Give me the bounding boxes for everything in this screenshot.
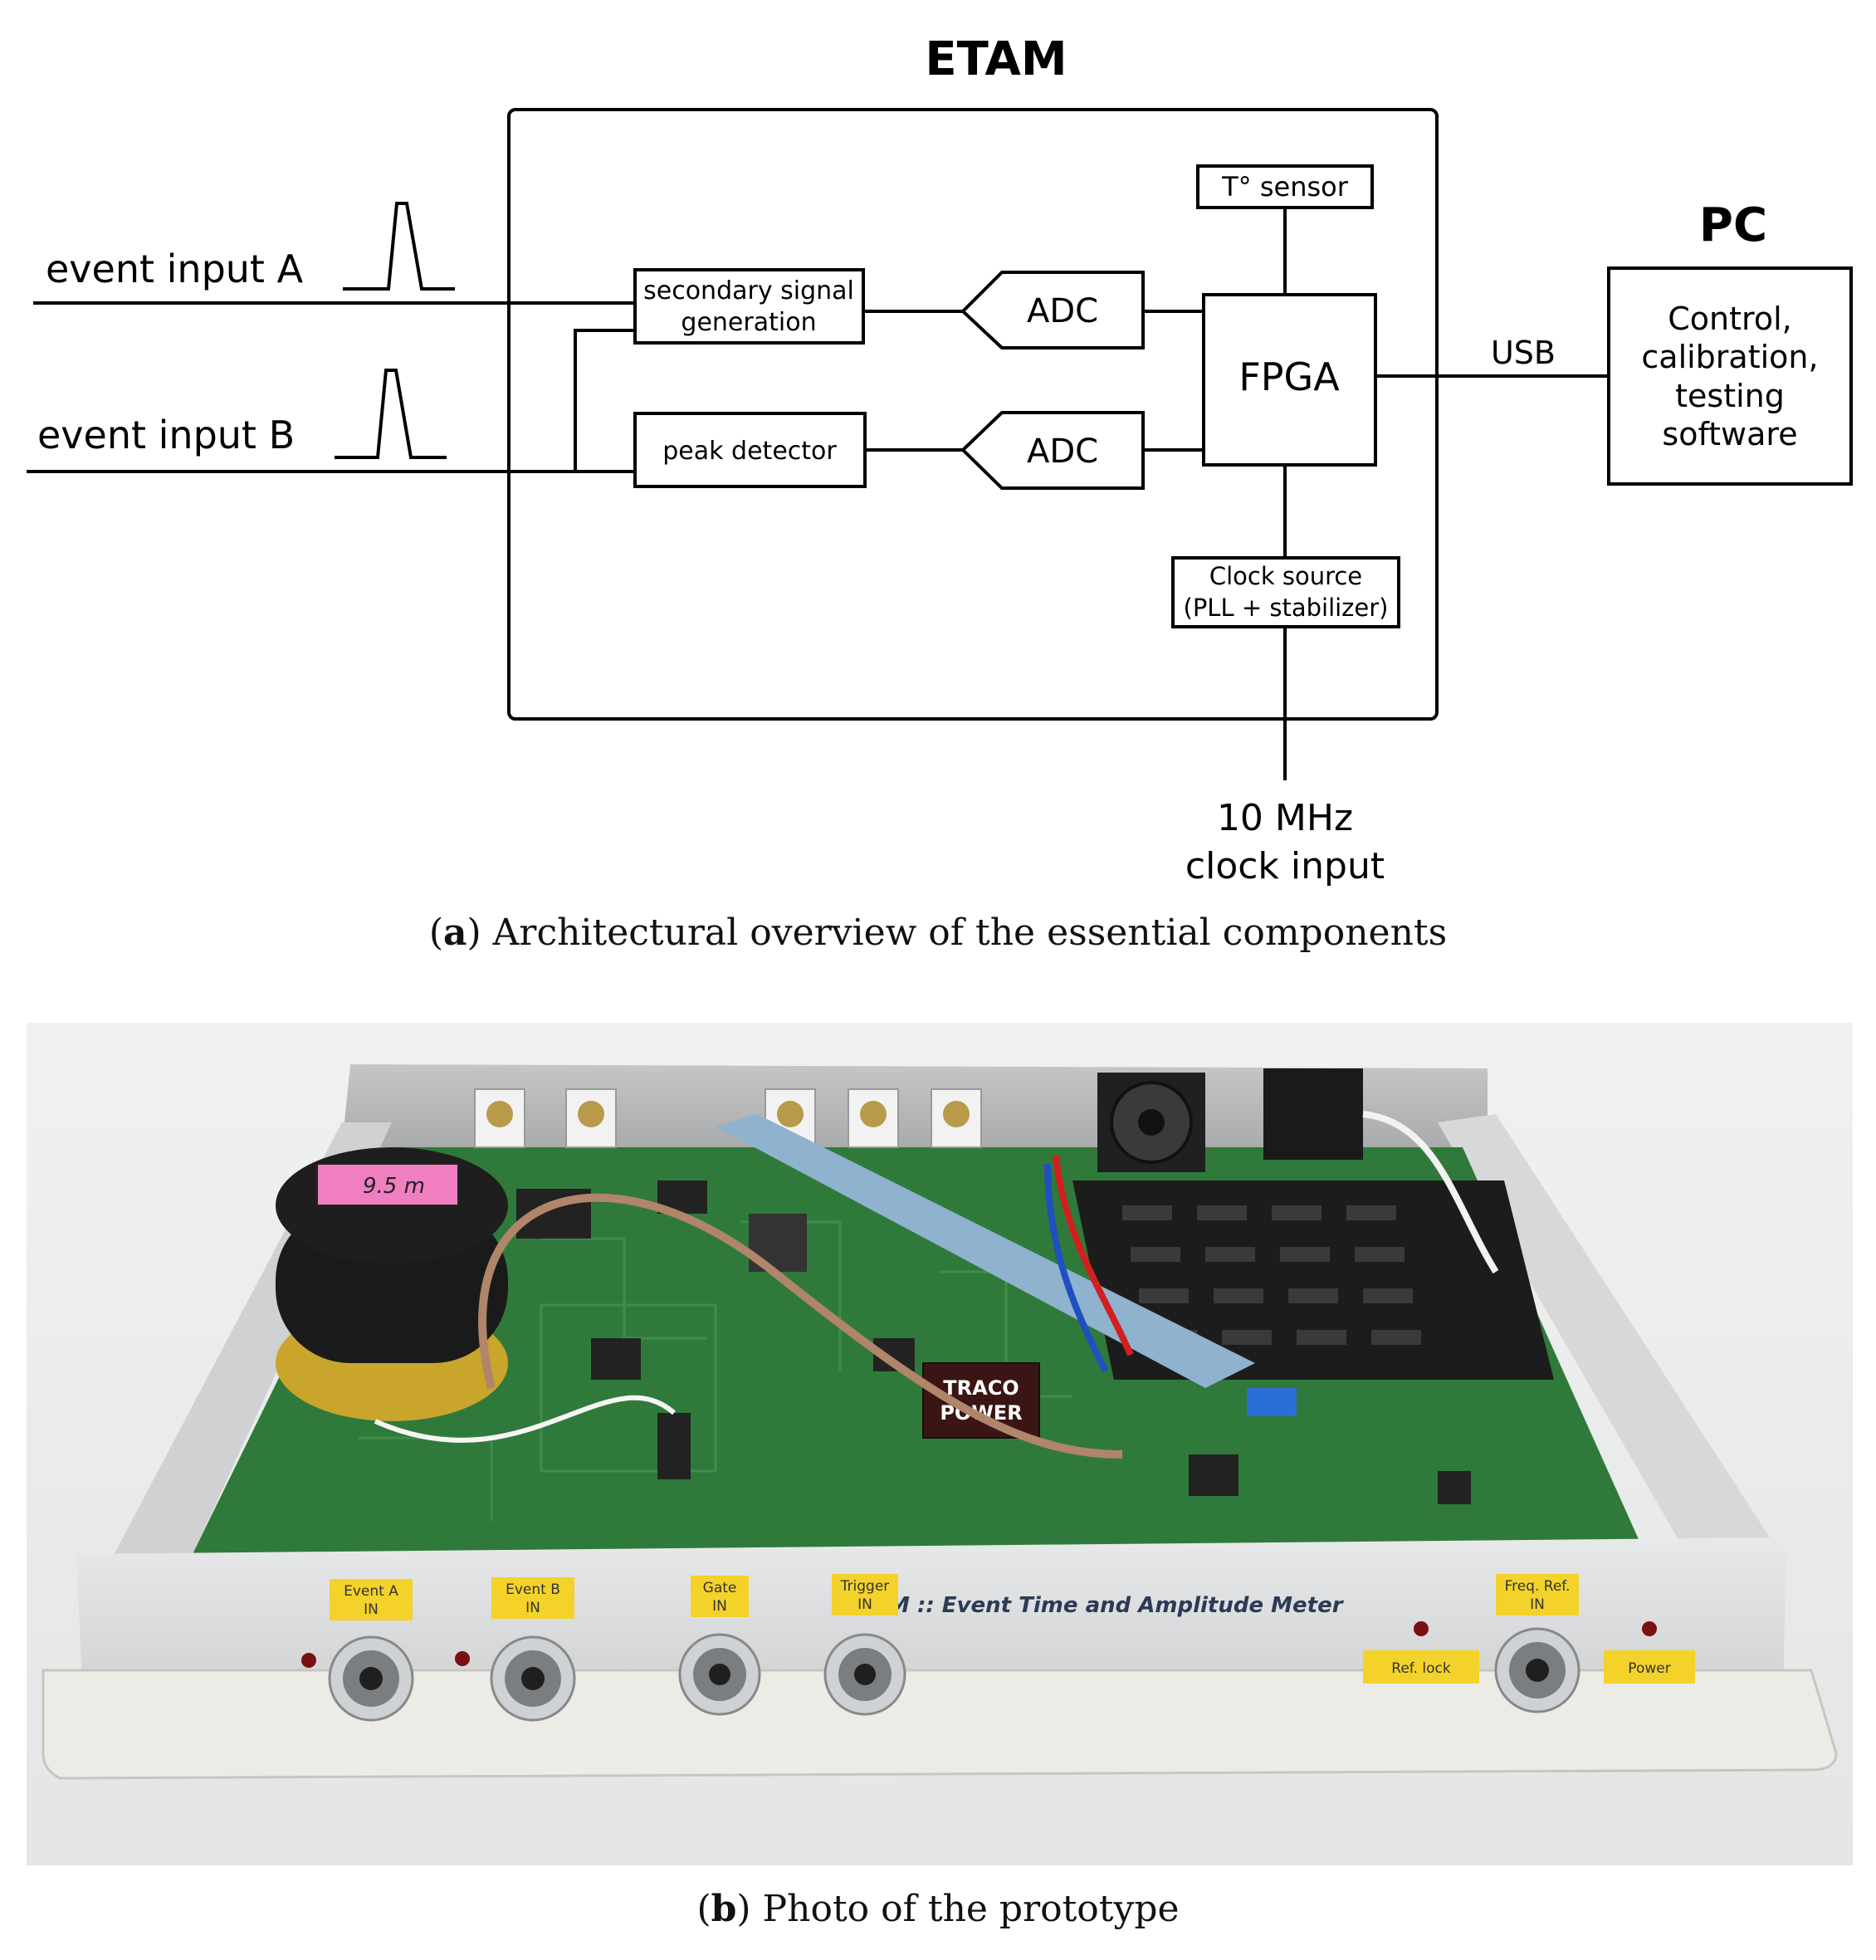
usb-label: USB	[1491, 335, 1556, 371]
bnc-gate	[678, 1633, 761, 1716]
event-a-label: Event A IN	[330, 1579, 413, 1620]
led-ref-lock	[1414, 1621, 1429, 1636]
caption-b: (b) Photo of the prototype	[696, 1888, 1180, 1930]
bnc-freq-ref	[1494, 1627, 1580, 1713]
caption-b-letter: b	[711, 1888, 737, 1930]
t-sensor-label: T° sensor	[1221, 171, 1349, 203]
pc-label-3: testing	[1675, 378, 1785, 414]
gate-label-2: IN	[712, 1598, 727, 1615]
caption-a: (a) Architectural overview of the essent…	[428, 912, 1448, 954]
adc1-block	[960, 271, 1145, 349]
power-inlet	[1263, 1068, 1363, 1160]
secondary-signal-label-2: generation	[681, 308, 816, 337]
dc-dc-module: TRACO POWER	[922, 1362, 1040, 1439]
event-b-label: Event B IN	[491, 1577, 574, 1619]
trigger-label-1: Trigger	[840, 1578, 890, 1595]
psu-wire-white	[1362, 1111, 1499, 1274]
event-a-label-2: IN	[364, 1601, 379, 1618]
trigger-label-2: IN	[857, 1596, 872, 1613]
freq-ref-label-1: Freq. Ref.	[1505, 1578, 1571, 1595]
module-label-1: TRACO	[943, 1376, 1019, 1400]
fpga-block	[1202, 293, 1377, 467]
event-input-b-label: event input B	[37, 413, 295, 457]
bnc-connectors	[328, 1627, 1580, 1722]
coil-label: 9.5 m	[363, 1174, 425, 1199]
coax-cable-2	[374, 1395, 676, 1443]
secondary-signal-block	[633, 268, 865, 345]
clock-source-label-2: (PLL + stabilizer)	[1184, 594, 1389, 622]
freq-ref-label-2: IN	[1530, 1596, 1545, 1613]
adc1-label: ADC	[1027, 292, 1098, 330]
adc2-block	[960, 411, 1145, 490]
led-event-b	[455, 1651, 470, 1666]
secondary-signal-label-1: secondary signal	[643, 276, 854, 305]
power-supply-unit	[1072, 1180, 1554, 1380]
event-b-label-2: IN	[525, 1600, 540, 1616]
peak-detector-label: peak detector	[662, 437, 837, 466]
front-lip	[42, 1669, 1838, 1780]
power-label: Power	[1604, 1650, 1695, 1684]
event-a-label-1: Event A	[344, 1583, 398, 1600]
coax-cable-1	[478, 1193, 1123, 1459]
delay-line-coil: 9.5 m	[276, 1147, 508, 1421]
pulse-b-icon	[335, 369, 447, 459]
bnc-trigger	[823, 1633, 906, 1716]
gate-label: Gate IN	[691, 1576, 749, 1617]
ref-lock-label-text: Ref. lock	[1391, 1660, 1451, 1677]
caption-a-letter: a	[442, 912, 467, 954]
pc-label-2: calibration,	[1641, 339, 1818, 375]
led-power	[1642, 1621, 1657, 1636]
bnc-event-a	[328, 1635, 414, 1722]
adc2-label: ADC	[1027, 433, 1098, 471]
clock-input-label-1: 10 MHz	[1217, 797, 1353, 839]
input-b-branch	[574, 329, 635, 472]
bnc-event-b	[490, 1635, 576, 1722]
pc-title: PC	[1699, 198, 1767, 252]
power-label-text: Power	[1628, 1660, 1670, 1677]
status-leds	[301, 1621, 1657, 1668]
prototype-photo: 9.5 m TRACO	[27, 1023, 1853, 1865]
caption-a-text: Architectural overview of the essential …	[492, 912, 1448, 954]
pc-label-4: software	[1662, 416, 1797, 452]
ref-lock-label: Ref. lock	[1363, 1650, 1479, 1684]
psu-wires	[1053, 1155, 1134, 1356]
panel-title: ETAM :: Event Time and Amplitude Meter	[843, 1593, 1344, 1618]
led-event-a	[301, 1653, 316, 1668]
ribbon-cable	[716, 1114, 1255, 1388]
dip-switch	[1247, 1388, 1297, 1416]
cooling-fan-icon	[1097, 1073, 1205, 1172]
architecture-diagram: ETAM PC event input A event input B seco…	[27, 32, 1853, 887]
gate-label-1: Gate	[703, 1580, 737, 1596]
enclosure-right-wall	[1438, 1114, 1770, 1554]
clock-source-label-1: Clock source	[1209, 562, 1362, 590]
event-b-label-1: Event B	[506, 1581, 560, 1598]
clock-input-label-2: clock input	[1185, 845, 1385, 887]
fpga-label: FPGA	[1238, 354, 1340, 399]
psu-wire-blue	[1044, 1163, 1109, 1373]
etam-title: ETAM	[925, 32, 1067, 86]
trigger-label: Trigger IN	[832, 1574, 898, 1615]
freq-ref-label: Freq. Ref. IN	[1496, 1574, 1579, 1615]
pulse-a-icon	[343, 202, 455, 291]
caption-b-text: Photo of the prototype	[762, 1888, 1180, 1930]
pc-label-1: Control,	[1668, 301, 1791, 337]
event-input-a-label: event input A	[46, 247, 304, 291]
etam-enclosure	[507, 108, 1439, 721]
